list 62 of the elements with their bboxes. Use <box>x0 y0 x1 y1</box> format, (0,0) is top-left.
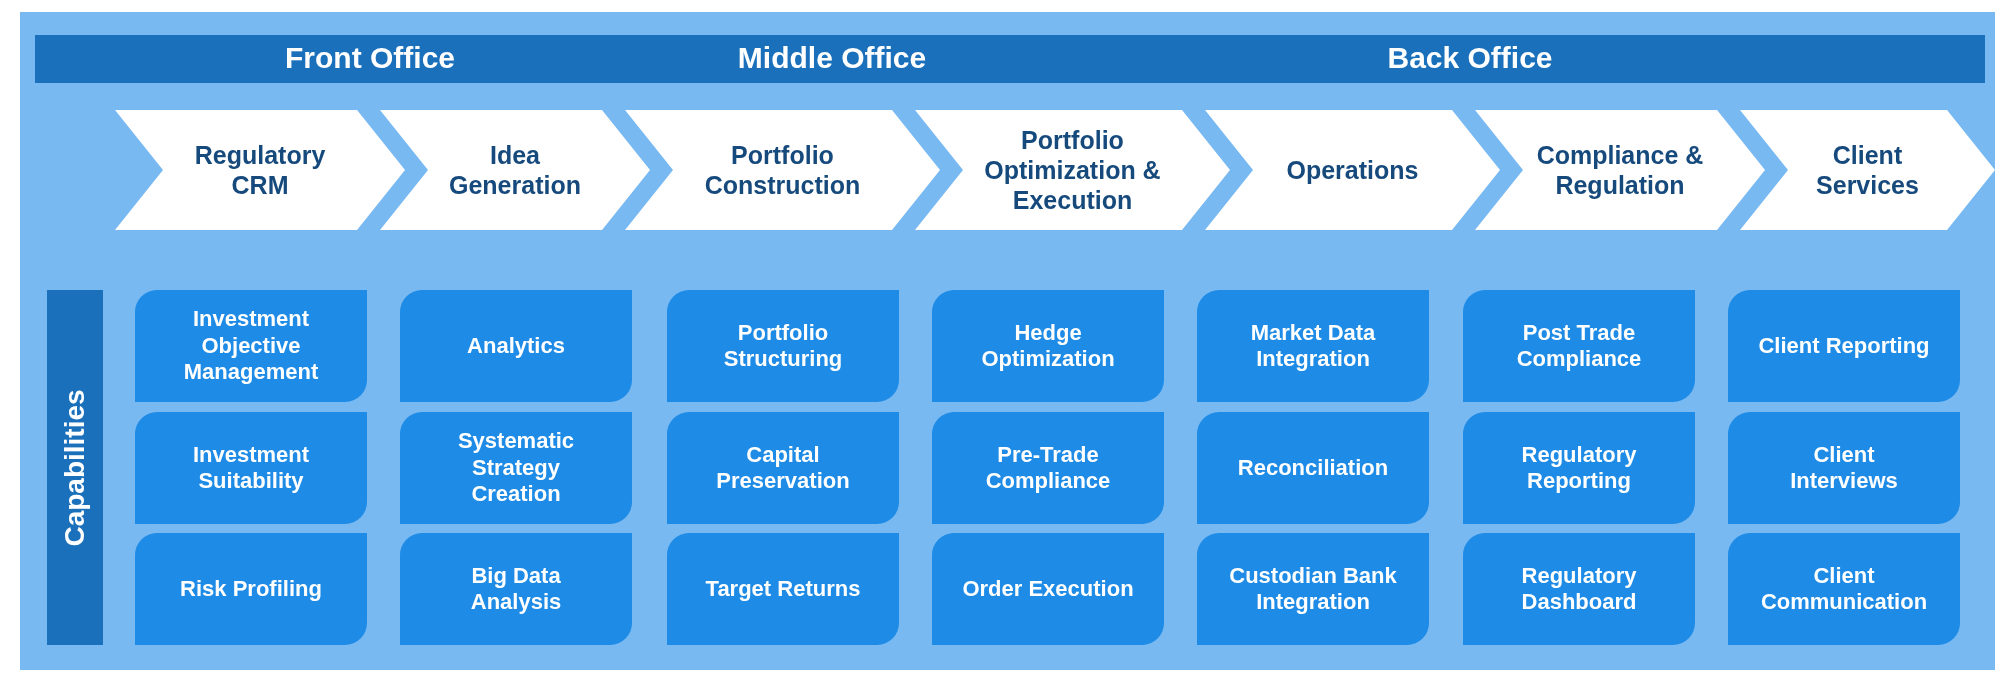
capability-label: Capital Preservation <box>715 441 851 495</box>
capability-label: Client Interviews <box>1789 441 1899 495</box>
capability-box <box>1197 290 1429 402</box>
section-title: Back Office <box>1387 41 1553 75</box>
capability-label: Analytics <box>467 332 565 360</box>
capability-box <box>135 412 367 524</box>
capability-label: Investment Suitability <box>191 441 311 495</box>
process-step <box>1205 110 1500 230</box>
capability-box <box>1463 533 1695 645</box>
capability-box <box>1197 533 1429 645</box>
process-step <box>380 110 650 230</box>
capability-box <box>932 290 1164 402</box>
capability-label: Regulatory Dashboard <box>1520 562 1638 616</box>
process-step <box>115 110 405 230</box>
step-label: Portfolio Optimization & Execution <box>983 125 1162 215</box>
capability-label: Regulatory Reporting <box>1520 441 1638 495</box>
process-step <box>1475 110 1765 230</box>
capability-label: Order Execution <box>962 575 1134 603</box>
section-title: Front Office <box>285 41 455 75</box>
capability-label: Post Trade Compliance <box>1515 319 1643 373</box>
process-step <box>625 110 940 230</box>
step-label: Idea Generation <box>448 140 582 200</box>
capability-box <box>400 290 632 402</box>
section-title: Middle Office <box>737 41 927 75</box>
step-label: Compliance & Regulation <box>1535 140 1705 200</box>
vertical-label: Capabilities <box>59 388 91 547</box>
step-label: Regulatory CRM <box>193 140 327 200</box>
step-label: Portfolio Construction <box>703 140 862 200</box>
capability-box <box>135 290 367 402</box>
capability-box <box>400 412 632 524</box>
capability-label: Reconciliation <box>1237 454 1389 482</box>
capability-box <box>932 412 1164 524</box>
capability-label: Client Communication <box>1759 562 1929 616</box>
capability-box <box>400 533 632 645</box>
capability-label: Custodian Bank Integration <box>1228 562 1398 616</box>
capability-box <box>1728 533 1960 645</box>
capability-box <box>667 290 899 402</box>
capability-label: Market Data Integration <box>1249 319 1377 373</box>
capability-box <box>667 412 899 524</box>
capability-label: Big Data Analysis <box>469 562 563 616</box>
capability-box <box>667 533 899 645</box>
step-label: Client Services <box>1815 140 1920 200</box>
capability-label: Risk Profiling <box>180 575 322 603</box>
capability-label: Systematic Strategy Creation <box>456 428 576 508</box>
capability-label: Pre-Trade Compliance <box>984 441 1112 495</box>
capability-label: Target Returns <box>705 575 861 603</box>
process-step <box>1740 110 1995 230</box>
capability-label: Hedge Optimization <box>980 319 1116 373</box>
capability-box <box>1728 290 1960 402</box>
capability-box <box>932 533 1164 645</box>
capability-box <box>1728 412 1960 524</box>
process-step <box>915 110 1230 230</box>
capability-label: Investment Objective Management <box>182 306 320 386</box>
capability-box <box>1197 412 1429 524</box>
capability-label: Portfolio Structuring <box>722 319 844 373</box>
header-band <box>35 35 1985 83</box>
capability-box <box>1463 412 1695 524</box>
side-label-bar <box>47 290 103 645</box>
step-label: Operations <box>1285 155 1420 185</box>
capability-label: Client Reporting <box>1758 332 1930 360</box>
capability-box <box>1463 290 1695 402</box>
capability-box <box>135 533 367 645</box>
